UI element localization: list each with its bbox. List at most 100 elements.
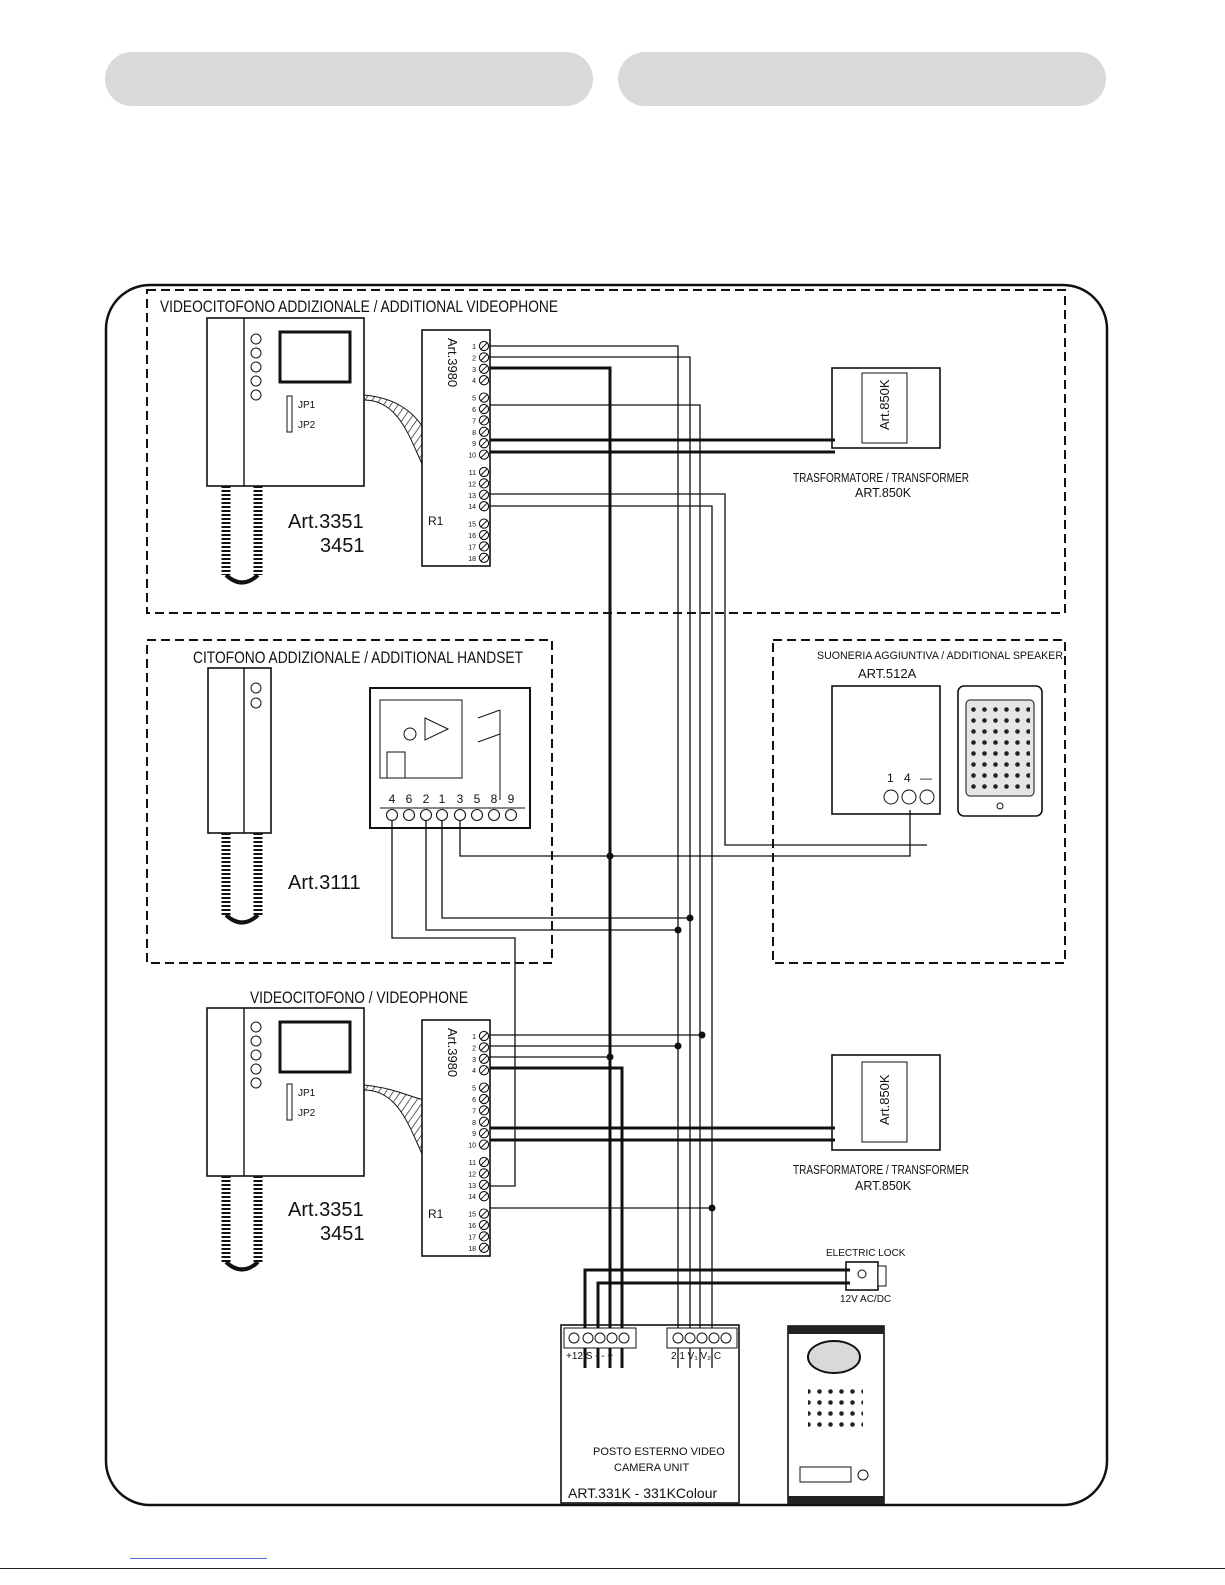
terminal-number: 14 [468, 504, 476, 511]
terminal-number: 13 [468, 1183, 476, 1190]
terminal-number: 16 [468, 533, 476, 540]
speaker-terminal-3: — [920, 771, 932, 785]
section-frame-additional-videophone [146, 289, 1066, 614]
transformer-caption-2: ART.850K [855, 1179, 912, 1193]
junctions [606, 852, 716, 1212]
terminal-number: 5 [472, 1086, 476, 1093]
terminal-number: 4 [472, 378, 476, 385]
handset-terminal-screw [487, 808, 501, 822]
terminal-number: 17 [468, 1234, 476, 1241]
terminal-number: 6 [472, 1097, 476, 1104]
terminal-number: 18 [468, 1246, 476, 1253]
handset-terminal-number: 2 [423, 792, 430, 806]
model-line1: Art.3351 [288, 511, 364, 533]
camera-line-1: POSTO ESTERNO VIDEO [593, 1446, 725, 1458]
terminal-number: 5 [472, 396, 476, 403]
model-line2: 3451 [320, 1223, 365, 1245]
camera-unit: +12 S - - + 2 1 V₁ V₂ C POSTO ESTERNO VI… [560, 1324, 740, 1504]
terminal-number: 10 [468, 1143, 476, 1150]
terminal-number: 1 [472, 344, 476, 351]
handset-terminal-number: 3 [457, 792, 464, 806]
electric-lock: ELECTRIC LOCK 12V AC/DC [826, 1248, 906, 1305]
terminal-number: 8 [472, 1120, 476, 1127]
terminal-number: 15 [468, 522, 476, 529]
camera-model: ART.331K - 331KColour [568, 1485, 717, 1501]
terminal-number: 9 [472, 441, 476, 448]
handset-terminal-screw [470, 808, 484, 822]
camera-terminal-blocks [563, 1327, 738, 1349]
terminal-number: 11 [469, 1160, 476, 1167]
handset-terminal-screw [453, 808, 467, 822]
terminal-number: 11 [469, 470, 476, 477]
transformer-bottom: Art.850K TRASFORMATORE / TRANSFORMER ART… [793, 1054, 969, 1193]
handset-terminal-screw [402, 808, 416, 822]
terminal-number: 13 [468, 493, 476, 500]
distributor-label: Art.3980 [445, 338, 460, 387]
handset-terminal-screw [504, 808, 518, 822]
handset-terminal-number: 6 [406, 792, 413, 806]
videophone-top: JP1 JP2 Art.3351 3451 [206, 317, 426, 585]
terminal-number: 15 [468, 1212, 476, 1219]
handset-terminal-screw [435, 808, 449, 822]
header-pill-left [105, 52, 593, 106]
terminal-number: 14 [468, 1194, 476, 1201]
electric-lock-voltage: 12V AC/DC [840, 1294, 891, 1305]
jp2-label: JP2 [298, 1108, 316, 1119]
handset-terminal-number: 9 [508, 792, 515, 806]
resistor-label: R1 [428, 1207, 444, 1221]
speaker-terminal-1: 1 [887, 771, 894, 785]
header-pill-right [618, 52, 1106, 106]
footer-link-underline [130, 1558, 267, 1559]
jp1-label: JP1 [298, 1088, 316, 1099]
terminal-number: 12 [468, 1171, 476, 1178]
transformer-caption-2: ART.850K [855, 486, 912, 500]
terminal-number: 16 [468, 1223, 476, 1230]
handset-model: Art.3111 [288, 872, 361, 894]
model-line2: 3451 [320, 535, 365, 557]
handset-terminal-screw [419, 808, 433, 822]
resistor-label: R1 [428, 514, 444, 528]
terminal-number: 1 [472, 1034, 476, 1041]
speaker-terminal-2: 4 [904, 771, 911, 785]
terminal-number: 3 [472, 1057, 476, 1064]
electric-lock-title: ELECTRIC LOCK [826, 1248, 906, 1259]
handset-unit: Art.3111 [207, 667, 531, 925]
terminal-number: 10 [468, 453, 476, 460]
videophone-bottom: JP1 JP2 Art.3351 3451 [206, 1007, 426, 1272]
camera-line-2: CAMERA UNIT [614, 1462, 689, 1474]
camera-right-terminals: 2 1 V₁ V₂ C [671, 1351, 721, 1362]
terminal-number: 4 [472, 1068, 476, 1075]
terminal-number: 7 [472, 418, 476, 425]
jp2-label: JP2 [298, 420, 316, 431]
handset-circuit-box [369, 687, 531, 829]
handset-terminal-screw [385, 808, 399, 822]
terminal-number: 6 [472, 407, 476, 414]
distributor-label: Art.3980 [445, 1028, 460, 1077]
outer-frame [104, 283, 1109, 1507]
terminal-number: 18 [468, 556, 476, 563]
additional-speaker: ART.512A 1 4 — [831, 666, 1043, 817]
section-frame-additional-speaker [772, 639, 1066, 964]
section-title-videophone: VIDEOCITOFONO / VIDEOPHONE [250, 988, 468, 1007]
terminal-number: 17 [468, 544, 476, 551]
terminal-number: 3 [472, 367, 476, 374]
handset-terminal-number: 4 [389, 792, 396, 806]
transformer-inner-label: Art.850K [877, 379, 892, 430]
handset-terminal-number: 8 [491, 792, 498, 806]
transformer-caption-1: TRASFORMATORE / TRANSFORMER [793, 1163, 969, 1177]
terminal-number: 8 [472, 430, 476, 437]
terminal-number: 12 [468, 481, 476, 488]
terminal-number: 7 [472, 1108, 476, 1115]
section-title-additional-speaker: SUONERIA AGGIUNTIVA / ADDITIONAL SPEAKER [817, 650, 1063, 662]
model-line1: Art.3351 [288, 1199, 364, 1221]
transformer-caption-1: TRASFORMATORE / TRANSFORMER [793, 471, 969, 485]
camera-panel [787, 1325, 885, 1505]
footer-rule [0, 1568, 1225, 1569]
handset-terminal-number: 5 [474, 792, 481, 806]
section-title-additional-videophone: VIDEOCITOFONO ADDIZIONALE / ADDITIONAL V… [160, 297, 558, 316]
speaker-model: ART.512A [858, 666, 917, 681]
